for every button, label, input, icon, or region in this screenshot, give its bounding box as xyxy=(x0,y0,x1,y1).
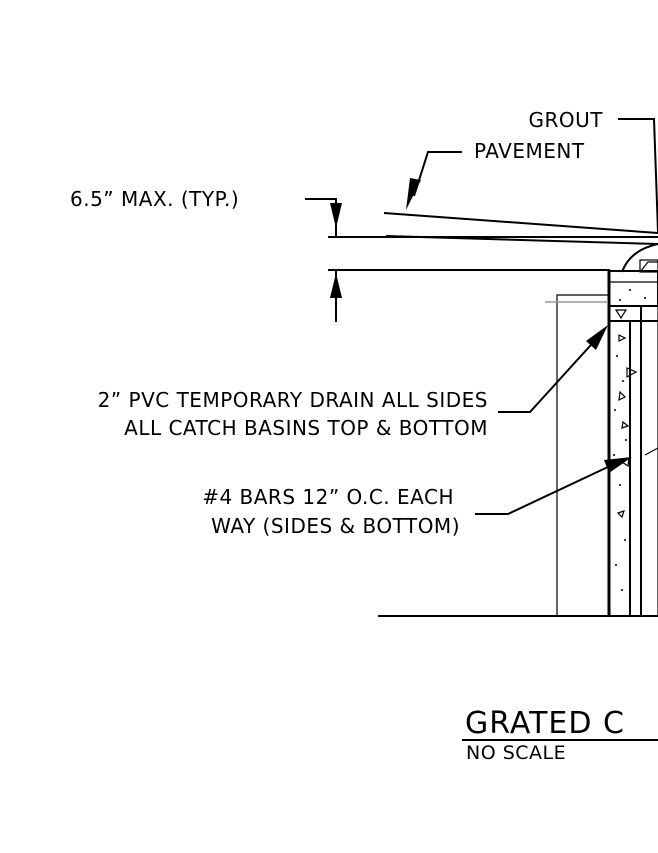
scale-note: NO SCALE xyxy=(466,742,566,764)
bars-leader xyxy=(475,457,632,515)
title-block: GRATED C NO SCALE xyxy=(462,706,658,764)
max-depth-label: 6.5” MAX. (TYP.) xyxy=(70,187,239,211)
basin-wall xyxy=(378,243,658,617)
bars-label-line1: #4 BARS 12” O.C. EACH xyxy=(202,485,454,509)
bars-label-line2: WAY (SIDES & BOTTOM) xyxy=(211,514,460,538)
grout-leader xyxy=(618,118,658,233)
depth-dimension xyxy=(305,198,342,322)
pavement-surface xyxy=(328,212,658,271)
pvc-drain-leader xyxy=(498,325,608,413)
pavement-label: PAVEMENT xyxy=(474,139,585,163)
grout-label: GROUT xyxy=(529,108,604,132)
detail-title: GRATED C xyxy=(465,706,625,741)
pvc-drain-label-line1: 2” PVC TEMPORARY DRAIN ALL SIDES xyxy=(98,388,488,412)
pvc-drain-label-line2: ALL CATCH BASINS TOP & BOTTOM xyxy=(124,416,488,440)
concrete-hatch xyxy=(613,289,658,591)
pavement-leader xyxy=(406,151,462,210)
